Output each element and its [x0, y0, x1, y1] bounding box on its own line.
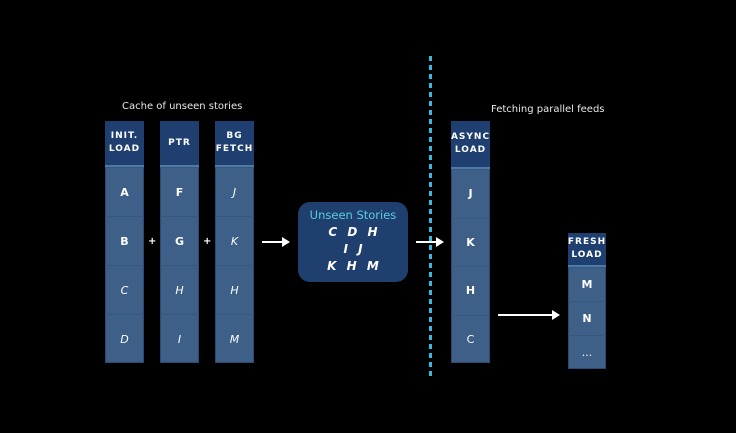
header-line: LOAD	[108, 144, 141, 154]
header-line: LOAD	[454, 145, 487, 155]
column-header: PTR	[160, 121, 199, 167]
story-cell: H	[215, 265, 254, 314]
story-cell: H	[160, 265, 199, 314]
story-cell: M	[568, 267, 606, 301]
column-header-text: PTR	[168, 137, 191, 150]
header-line: ASYNC	[450, 132, 491, 142]
story-cell: B	[105, 216, 144, 265]
arrow-to-unseen	[262, 237, 290, 247]
divider-dashed-line	[429, 56, 432, 376]
header-line: LOAD	[571, 250, 603, 260]
header-line: FRESH	[567, 237, 607, 247]
story-cell: N	[568, 301, 606, 335]
fetching-label: Fetching parallel feeds	[491, 104, 605, 115]
column-header-text: INIT. LOAD	[109, 130, 140, 156]
story-cell: J	[215, 167, 254, 216]
story-cell: M	[215, 314, 254, 363]
story-cell: K	[451, 217, 490, 267]
story-cell: G	[160, 216, 199, 265]
column-header: ASYNC LOAD	[451, 121, 490, 169]
story-cell: H	[451, 266, 490, 315]
story-cell: F	[160, 167, 199, 216]
arrow-to-fresh	[498, 310, 560, 320]
header-line: BG	[226, 131, 243, 141]
column-header: INIT. LOAD	[105, 121, 144, 167]
story-cell: I	[160, 314, 199, 363]
unseen-row: I J	[343, 242, 363, 256]
unseen-stories-box: Unseen Stories C D H I J K H M	[298, 202, 408, 282]
story-cell: J	[451, 169, 490, 218]
plus-operator: +	[148, 236, 157, 247]
header-line: INIT.	[110, 131, 139, 141]
cache-label: Cache of unseen stories	[122, 101, 243, 112]
plus-operator: +	[203, 236, 212, 247]
story-cell: A	[105, 167, 144, 216]
header-line: FETCH	[215, 144, 254, 154]
story-cell: C	[451, 314, 490, 364]
column-header: FRESH LOAD	[568, 233, 606, 267]
story-cell: K	[215, 216, 254, 265]
column-header-text: FRESH LOAD	[568, 236, 606, 262]
story-cell: C	[105, 265, 144, 314]
header-line: PTR	[168, 137, 191, 148]
story-cell: D	[105, 314, 144, 363]
unseen-stories-title: Unseen Stories	[309, 208, 397, 222]
column-header-text: ASYNC LOAD	[451, 131, 490, 157]
unseen-row: K H M	[327, 259, 379, 273]
column-header: BG FETCH	[215, 121, 254, 167]
unseen-row: C D H	[328, 225, 378, 239]
column-header-text: BG FETCH	[216, 130, 254, 156]
story-cell: ...	[568, 335, 606, 369]
